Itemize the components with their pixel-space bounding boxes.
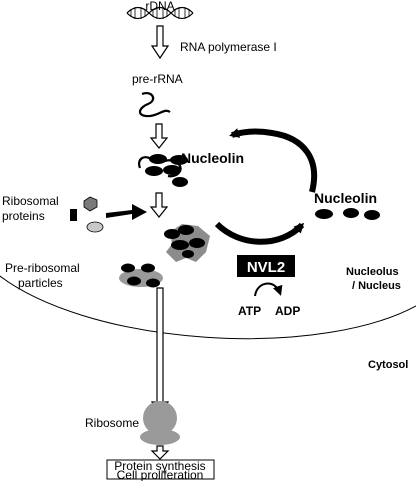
cytosol-label: Cytosol <box>368 359 408 371</box>
nucleolin-top-label: Nucleolin <box>181 150 244 166</box>
nuclear-boundary-line <box>0 275 416 340</box>
free-nucleolin-icon <box>315 208 380 220</box>
pre-ribosomal-particles-icon <box>119 263 163 288</box>
processing-arrow-icon <box>149 123 169 149</box>
pre-ribosomal-label-line1: Pre-ribosomal <box>5 261 80 275</box>
nucleolin-right-label: Nucleolin <box>314 190 377 206</box>
ribosomal-proteins-label-line1: Ribosomal <box>2 194 59 208</box>
protein-incorporation-arrow-icon <box>106 204 147 220</box>
rna-polymerase-label: RNA polymerase I <box>180 40 277 54</box>
atp-label: ATP <box>238 304 261 318</box>
function-arrow-icon <box>150 445 170 460</box>
transcription-arrow-icon <box>150 25 170 60</box>
adp-label: ADP <box>275 304 300 318</box>
ribosome-label: Ribosome <box>85 416 139 430</box>
export-arrow-icon <box>150 287 170 416</box>
ribosome-icon <box>140 401 180 445</box>
nucleolin-recycle-arrow-icon <box>229 128 318 193</box>
nvl2-box <box>237 255 295 277</box>
nucleolus-label-line1: Nucleolus <box>346 266 399 278</box>
rdna-helix-icon <box>126 6 194 20</box>
nucleolus-label-line2: / Nucleus <box>352 280 401 292</box>
atp-hydrolysis-arrow-icon <box>254 282 283 297</box>
outcome-label-line2: Cell proliferation <box>117 468 204 481</box>
ribosomal-proteins-icon <box>70 196 104 233</box>
rdna-label: rDNA <box>145 0 174 13</box>
pre-rrna-strand-icon <box>138 92 171 118</box>
pre-rrna-label: pre-rRNA <box>132 72 183 86</box>
assembly-arrow-icon <box>149 192 169 218</box>
outcome-box <box>106 459 215 480</box>
pre-ribosome-with-nucleolin-icon <box>164 224 210 262</box>
outcome-label-line1: Protein synthesis <box>114 459 205 473</box>
nucleolin-complex-icon <box>138 154 188 187</box>
pre-ribosomal-label-line2: particles <box>18 276 63 290</box>
ribosomal-proteins-label-line2: proteins <box>2 209 45 223</box>
nucleolin-release-arrow-icon <box>214 221 305 245</box>
nvl2-label: NVL2 <box>247 259 285 276</box>
